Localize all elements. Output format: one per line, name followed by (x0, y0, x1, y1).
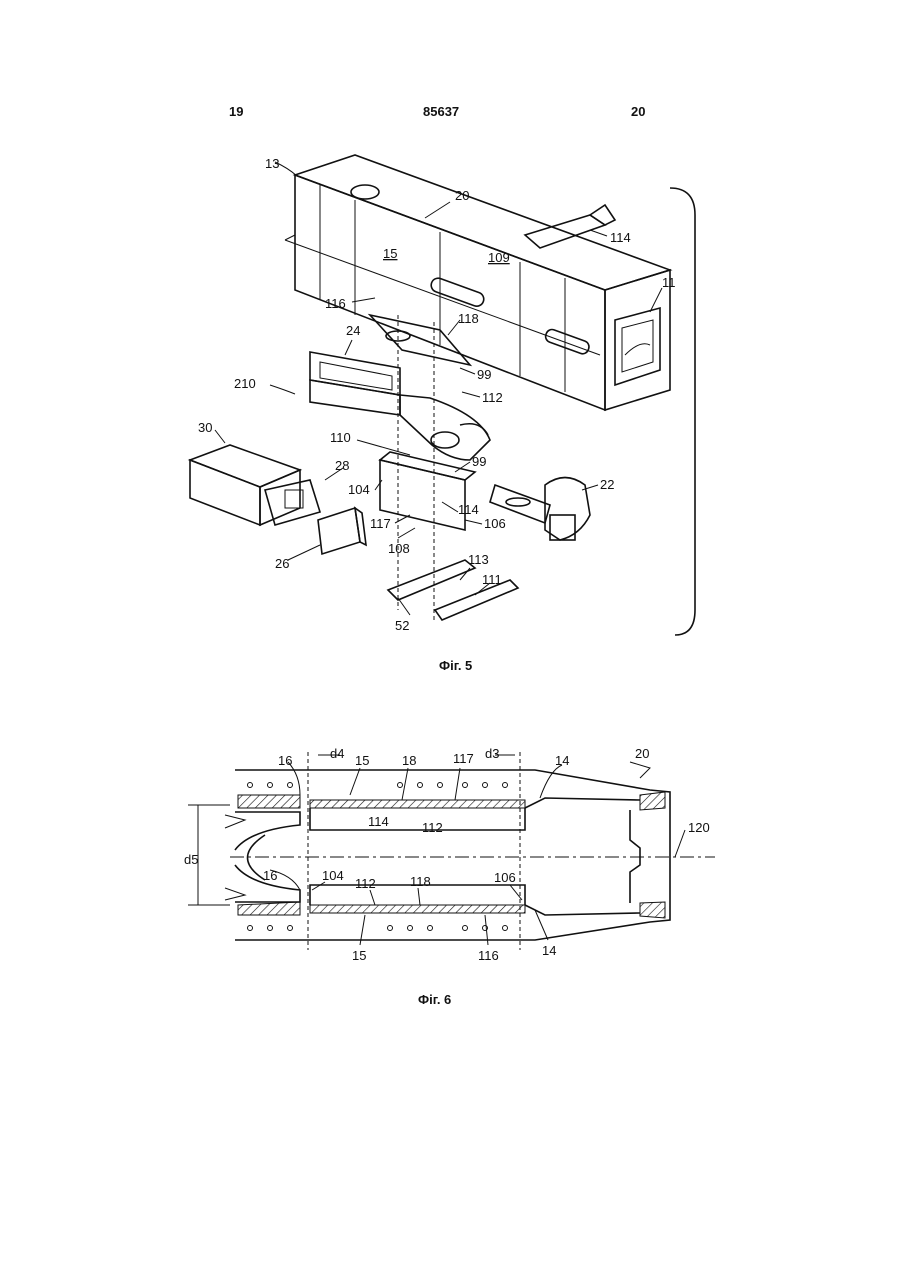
clip-part-114 (525, 205, 615, 248)
label-117: 117 (453, 751, 474, 766)
label-114b: 114 (458, 502, 479, 517)
label-20: 20 (455, 188, 469, 203)
header-patent-number: 85637 (423, 104, 459, 119)
label-108: 108 (388, 541, 410, 556)
label-109: 109 (488, 250, 510, 265)
figure-5-drawing: 13 20 114 15 109 11 116 118 24 99 112 21… (170, 140, 730, 660)
label-118: 118 (458, 311, 479, 326)
label-120: 120 (688, 820, 710, 835)
label-22: 22 (600, 477, 614, 492)
tube-section (188, 752, 715, 950)
figure-6-caption: Фіг. 6 (418, 992, 451, 1007)
label-104: 104 (348, 482, 370, 497)
figure-5-caption: Фіг. 5 (439, 658, 472, 673)
label-20-fig6: 20 (635, 746, 649, 761)
label-11: 11 (662, 275, 676, 290)
header-page-right: 20 (631, 104, 645, 119)
label-106: 106 (494, 870, 516, 885)
box-30 (190, 445, 320, 525)
header-page-left: 19 (229, 104, 243, 119)
label-24: 24 (346, 323, 360, 338)
label-d4: d4 (330, 746, 344, 761)
label-13: 13 (265, 156, 279, 171)
label-16b: 16 (263, 868, 277, 883)
strip-111 (435, 580, 518, 620)
label-110: 110 (330, 430, 351, 445)
label-112b: 112 (355, 876, 376, 891)
block-26 (318, 508, 366, 554)
label-116: 116 (325, 296, 346, 311)
label-112: 112 (482, 390, 503, 405)
label-99b: 99 (472, 454, 486, 469)
figure-6-drawing: 16 d4 15 18 117 d3 14 20 120 d5 114 112 … (170, 740, 730, 980)
label-15: 15 (383, 246, 397, 261)
strip-113 (388, 560, 475, 600)
grouping-brace (670, 188, 695, 635)
label-117: 117 (370, 516, 391, 531)
label-30: 30 (198, 420, 212, 435)
label-14a: 14 (555, 753, 569, 768)
label-210: 210 (234, 376, 256, 391)
label-52: 52 (395, 618, 409, 633)
label-104: 104 (322, 868, 344, 883)
label-16a: 16 (278, 753, 292, 768)
label-99a: 99 (477, 367, 491, 382)
label-14b: 14 (542, 943, 556, 958)
label-26: 26 (275, 556, 289, 571)
label-15b: 15 (352, 948, 366, 963)
label-116-fig6: 116 (478, 948, 499, 963)
label-118-fig6: 118 (410, 874, 431, 889)
label-18: 18 (402, 753, 416, 768)
label-15a: 15 (355, 753, 369, 768)
plate-118 (370, 315, 470, 365)
label-112a: 112 (422, 820, 443, 835)
label-28: 28 (335, 458, 349, 473)
label-d5: d5 (184, 852, 198, 867)
label-111: 111 (482, 572, 502, 587)
label-114: 114 (368, 814, 389, 829)
label-114a: 114 (610, 230, 631, 245)
label-106: 106 (484, 516, 506, 531)
label-113: 113 (468, 552, 489, 567)
label-d3: d3 (485, 746, 499, 761)
